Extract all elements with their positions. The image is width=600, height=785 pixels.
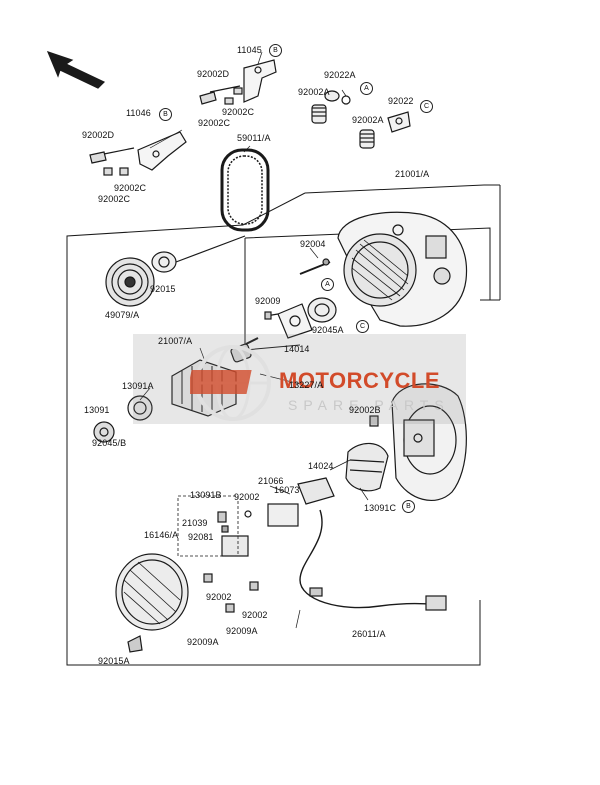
bracket-11046 bbox=[89, 131, 187, 176]
part-label: 92009 bbox=[255, 296, 281, 306]
part-label: 16073 bbox=[274, 485, 300, 495]
drive-belt-59011A bbox=[220, 148, 270, 232]
watermark-band bbox=[133, 334, 466, 424]
part-label: 21039 bbox=[182, 518, 208, 528]
part-label: 11045 bbox=[237, 45, 262, 55]
wire-harness-26011A bbox=[299, 509, 447, 611]
ref-circle-c: C bbox=[420, 100, 433, 113]
watermark-subtitle: SPARE PARTS bbox=[288, 397, 450, 413]
part-label: 13227/A bbox=[289, 380, 324, 390]
part-label: 11046 bbox=[126, 108, 151, 118]
part-label: 92002A bbox=[352, 115, 384, 125]
part-label: 92022A bbox=[324, 70, 356, 80]
part-label: 92045A bbox=[312, 325, 344, 335]
ref-circle-b: B bbox=[269, 44, 282, 57]
part-label: 21001/A bbox=[395, 169, 430, 179]
part-label: 92002D bbox=[197, 69, 230, 79]
part-label: 92081 bbox=[188, 532, 214, 542]
leader-lines bbox=[139, 51, 369, 629]
part-label: 92002 bbox=[234, 492, 260, 502]
part-label: 92002C bbox=[222, 107, 255, 117]
small-parts-group bbox=[177, 495, 239, 557]
ref-circle-a: A bbox=[321, 278, 334, 291]
ref-circle-b: B bbox=[159, 108, 172, 121]
bracket-11045 bbox=[199, 59, 277, 105]
end-cover-16146A bbox=[115, 553, 259, 653]
part-label: 92015A bbox=[98, 656, 130, 666]
watermark-title: MOTORCYCLE bbox=[279, 368, 441, 393]
part-label: 13091 bbox=[84, 405, 110, 415]
part-label: 92002C bbox=[114, 183, 147, 193]
part-label: 13091A bbox=[122, 381, 154, 391]
part-label: 92002 bbox=[242, 610, 268, 620]
bearing-92045A bbox=[264, 297, 337, 339]
part-label: 14014 bbox=[284, 344, 310, 354]
part-label: 92015 bbox=[150, 284, 176, 294]
part-label: 92009A bbox=[226, 626, 258, 636]
bolt-92002A-upper bbox=[311, 90, 351, 124]
stator-housing-21001A bbox=[299, 211, 468, 327]
part-label: 26011/A bbox=[352, 629, 386, 639]
ref-circle-a: A bbox=[360, 82, 373, 95]
part-label: 92022 bbox=[388, 96, 414, 106]
front-direction-arrow-icon bbox=[46, 51, 106, 89]
ref-circle-c: C bbox=[356, 320, 369, 333]
part-label: 92002 bbox=[206, 592, 232, 602]
part-label: 13091C bbox=[364, 503, 397, 513]
part-label: 14024 bbox=[308, 461, 334, 471]
part-label: 13091B bbox=[190, 490, 222, 500]
bolt-92002A-lower bbox=[359, 111, 411, 149]
rear-housing-14024 bbox=[345, 383, 467, 501]
part-label: 92002D bbox=[82, 130, 115, 140]
part-label: 21066 bbox=[258, 476, 284, 486]
part-label: 59011/A bbox=[237, 133, 271, 143]
assembly-frame bbox=[66, 184, 501, 666]
part-label: 92009A bbox=[187, 637, 219, 647]
part-label: 21007/A bbox=[158, 336, 193, 346]
ref-circle-b: B bbox=[402, 500, 415, 513]
part-label: 92002C bbox=[98, 194, 131, 204]
part-label: 16146/A bbox=[144, 530, 179, 540]
part-label: 92002B bbox=[349, 405, 381, 415]
globe-logo-icon bbox=[190, 345, 271, 421]
part-label: 92045/B bbox=[92, 438, 127, 448]
part-label: 92002C bbox=[198, 118, 231, 128]
part-label: 92004 bbox=[300, 239, 326, 249]
pulley-49079A bbox=[105, 235, 246, 307]
part-label: 49079/A bbox=[105, 310, 140, 320]
part-label: 92002A bbox=[298, 87, 330, 97]
